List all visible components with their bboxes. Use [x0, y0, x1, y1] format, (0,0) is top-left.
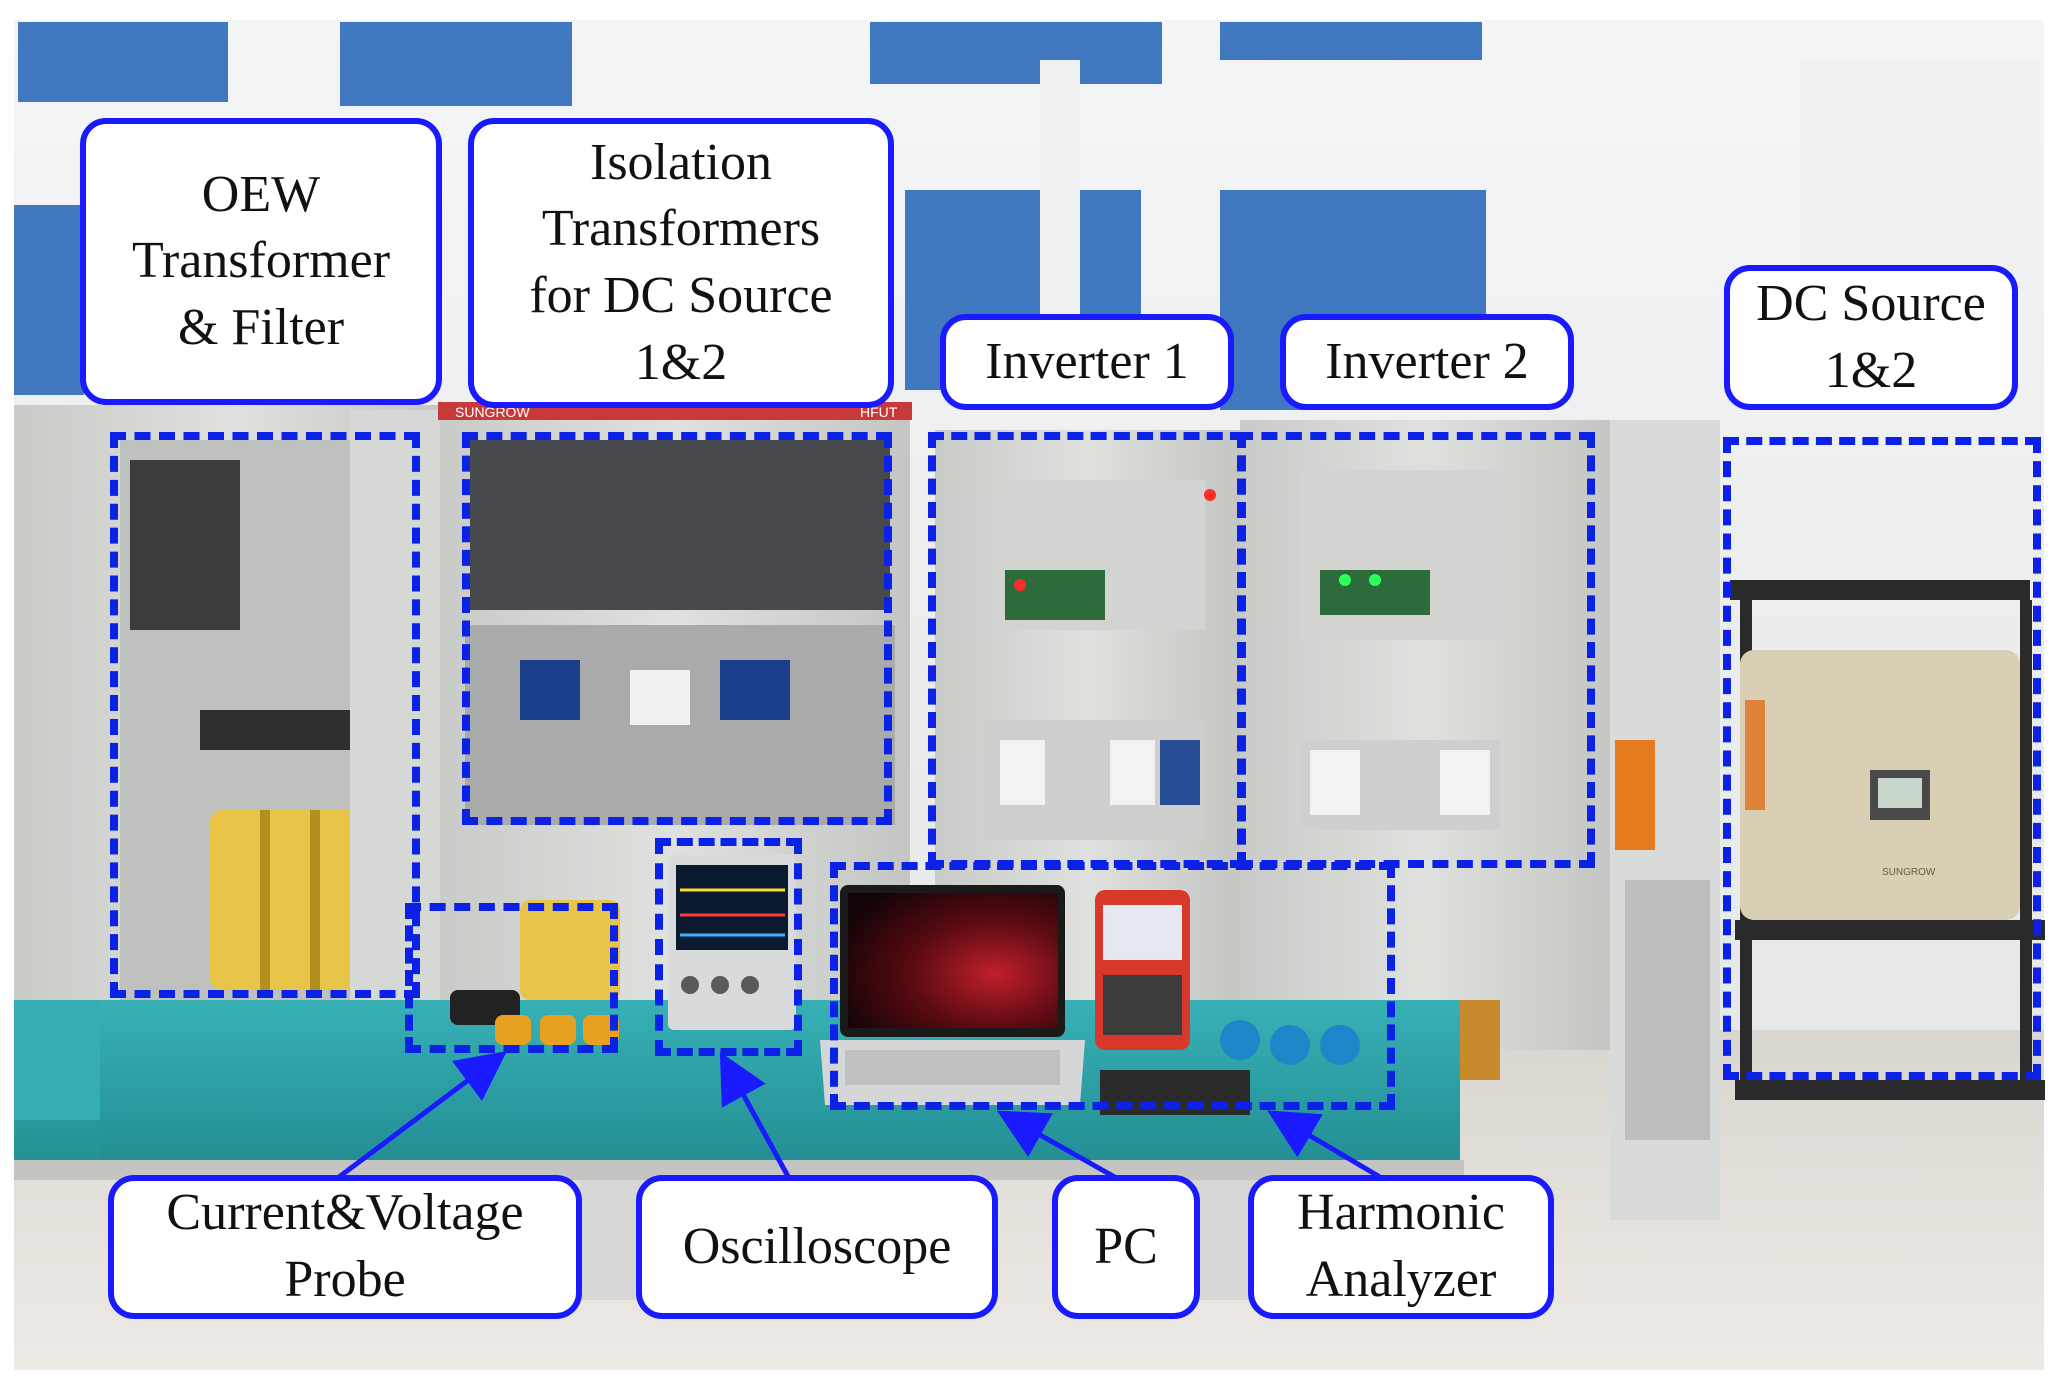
label-inverter-1: Inverter 1	[940, 314, 1234, 410]
inverter2-cabinet	[1240, 420, 1720, 1220]
oscilloscope-unit	[668, 855, 796, 1030]
label-oew-transformer-filter: OEW Transformer & Filter	[80, 118, 442, 405]
dashed-region-inverter1	[928, 432, 1246, 868]
dashed-region-dc-source	[1723, 437, 2041, 1080]
label-pc: PC	[1052, 1175, 1200, 1319]
cabinet-brand-right: HFUT	[860, 404, 898, 420]
label-oscilloscope: Oscilloscope	[636, 1175, 998, 1319]
label-inverter-2: Inverter 2	[1280, 314, 1574, 410]
label-current-voltage-probe: Current&Voltage Probe	[108, 1175, 582, 1319]
dashed-region-probe	[405, 903, 618, 1053]
dashed-region-oscilloscope	[655, 838, 802, 1056]
dashed-region-inverter2	[1237, 432, 1595, 868]
label-isolation-transformers: Isolation Transformers for DC Source 1&2	[468, 118, 894, 408]
dashed-region-oew	[110, 432, 420, 998]
dashed-region-isolation	[462, 432, 892, 825]
dashed-region-pc-analyzer	[830, 862, 1395, 1110]
laptop-unit	[820, 885, 1085, 1105]
dc-source-unit: SUNGROW	[1730, 580, 2045, 1100]
label-harmonic-analyzer: Harmonic Analyzer	[1248, 1175, 1554, 1319]
cabinet-brand-left: SUNGROW	[455, 404, 530, 420]
label-dc-source: DC Source 1&2	[1724, 265, 2018, 410]
dc-source-brand: SUNGROW	[1882, 867, 1936, 878]
